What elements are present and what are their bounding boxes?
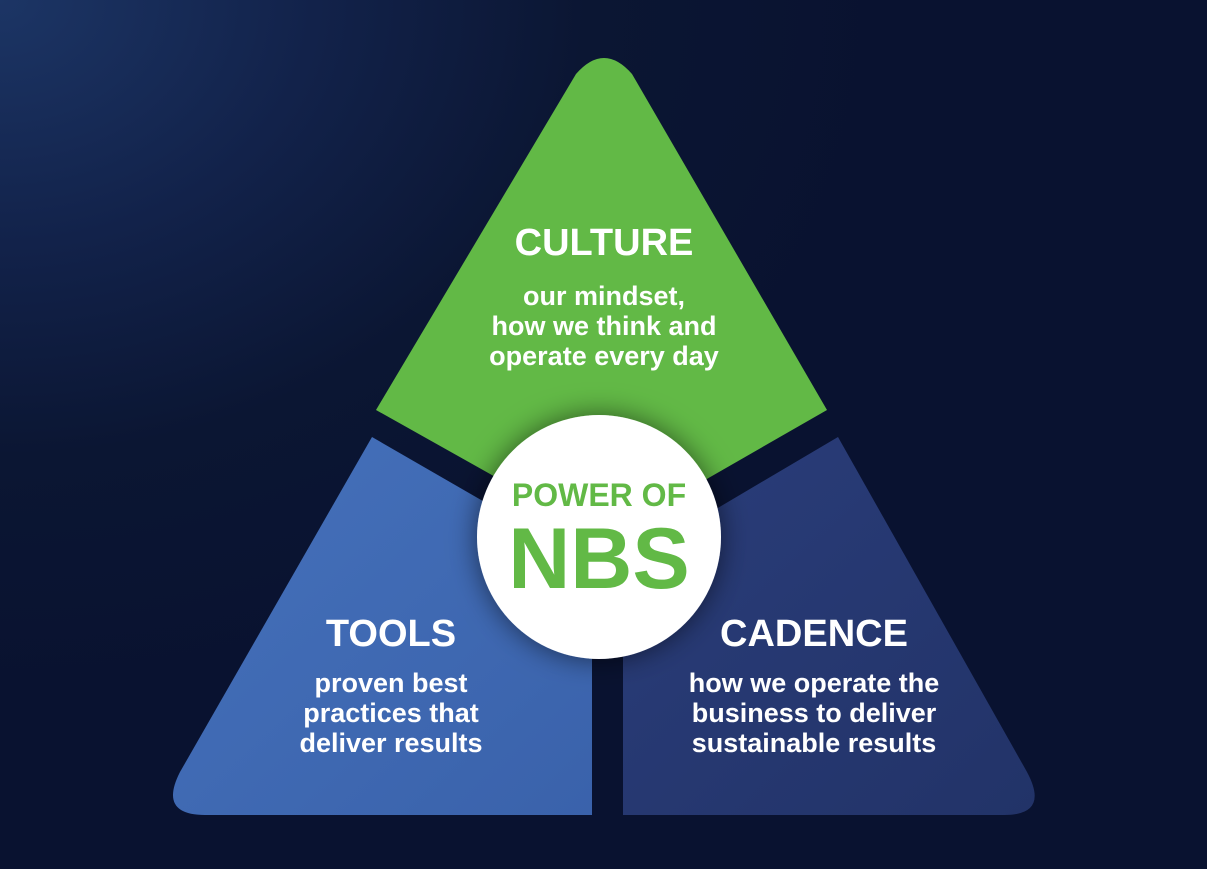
culture-desc-line-3: operate every day <box>489 341 719 371</box>
cadence-desc-line-1: how we operate the <box>689 668 940 698</box>
center-circle <box>477 415 721 659</box>
culture-desc-line-1: our mindset, <box>523 281 685 311</box>
tools-desc-line-3: deliver results <box>299 728 482 758</box>
tools-title: TOOLS <box>326 613 456 655</box>
tools-desc-line-2: practices that <box>303 698 479 728</box>
cadence-desc-line-2: business to deliver <box>692 698 937 728</box>
cadence-desc-line-3: sustainable results <box>692 728 937 758</box>
tools-desc-line-1: proven best <box>314 668 467 698</box>
center-label-power-of: POWER OF <box>512 477 686 513</box>
cadence-title: CADENCE <box>720 613 908 655</box>
culture-title: CULTURE <box>515 222 694 264</box>
culture-desc-line-2: how we think and <box>491 311 716 341</box>
center-label-nbs: NBS <box>508 511 690 607</box>
culture-segment <box>376 58 827 538</box>
cadence-segment <box>623 437 1035 815</box>
